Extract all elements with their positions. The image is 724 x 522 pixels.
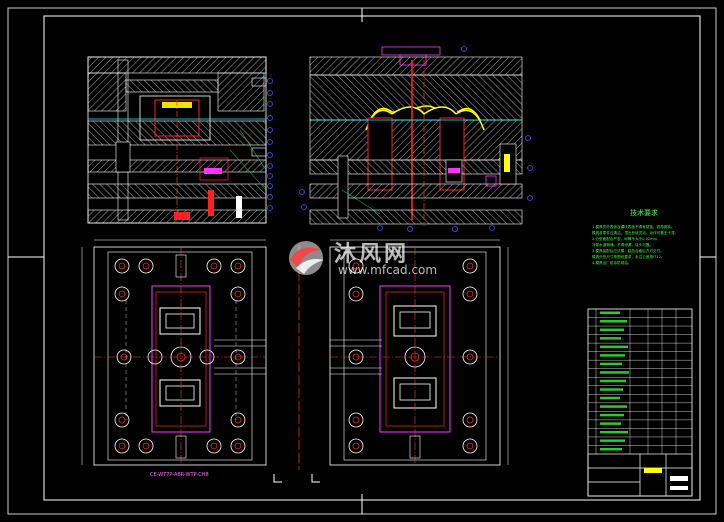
hole-circle (348, 286, 364, 302)
hole-circle (210, 442, 218, 450)
parts-list-entry (600, 388, 623, 391)
hole-circle (462, 438, 478, 454)
hole-circle (466, 442, 474, 450)
plan-view-left (81, 239, 267, 466)
hole-circle (352, 416, 360, 424)
hole-circle (352, 442, 360, 450)
hole-circle (348, 412, 364, 428)
parts-list-entry (600, 405, 627, 408)
parts-list-entry (600, 345, 628, 349)
technical-notes: 技术要求 1.模具的外表面及镶块表面不得有锈蚀，锐角倒钝。 模具各零件应清洁，顶… (592, 208, 702, 266)
hole-circle (234, 290, 242, 298)
hole-circle (114, 286, 130, 302)
parts-list-entry (600, 396, 620, 400)
parts-list-entry (600, 430, 628, 434)
parts-list-entry (600, 422, 621, 425)
hole-circle (234, 416, 242, 424)
hole-circle (114, 412, 130, 428)
hole-circle (230, 438, 246, 454)
hole-circle (462, 349, 478, 365)
technical-note-line: 4.模具出厂前涂防锈油。 (592, 261, 632, 265)
hole-circle (230, 286, 246, 302)
hole-circle (118, 290, 126, 298)
title-block (587, 453, 693, 497)
hole-circle (142, 442, 150, 450)
watermark-brand: 沐风网 (334, 242, 410, 267)
hole-circle (210, 262, 218, 270)
section-view-left (87, 56, 267, 224)
technical-note-line: 2.分型面配合严密，间隙不大于0.02mm。 (592, 237, 661, 241)
hole-circle (466, 416, 474, 424)
parts-list-entry (600, 439, 625, 442)
hole-circle (138, 438, 154, 454)
part-balloons-right (299, 46, 533, 232)
hole-circle (230, 412, 246, 428)
plan-view-holes (114, 258, 478, 454)
hole-circle (466, 290, 474, 298)
parts-list-entry (600, 379, 626, 383)
parts-list-entry (600, 362, 622, 366)
drawing-border (7, 7, 717, 515)
parts-list-entry (600, 311, 620, 314)
mfcad-logo-icon (289, 241, 324, 275)
hole-circle (234, 353, 242, 361)
hole-circle (118, 262, 126, 270)
hole-circle (118, 442, 126, 450)
plan-view-right (329, 239, 509, 466)
watermark-url: www.mfcad.com (338, 263, 438, 277)
hole-circle (462, 286, 478, 302)
parts-list-entry (600, 447, 622, 451)
technical-notes-title: 技术要求 (630, 209, 658, 217)
hole-circle (466, 262, 474, 270)
parts-list-entry (600, 413, 624, 417)
parts-list-entry (600, 371, 629, 374)
hole-circle (352, 290, 360, 298)
hole-circle (206, 438, 222, 454)
hole-circle (234, 442, 242, 450)
parts-list-entry (600, 328, 624, 332)
section-view-right (309, 46, 523, 226)
parts-list-entry (600, 337, 621, 340)
hole-circle (138, 258, 154, 274)
hole-circle (142, 262, 150, 270)
hole-circle (348, 349, 364, 365)
parts-list-entry (600, 354, 625, 357)
hole-circle (462, 258, 478, 274)
technical-note-line: 3.模具装配后应试模，制品合格后方可交付。 (592, 249, 664, 253)
technical-note-line: 模具各零件应清洁，顶出系统灵活，动作可靠无卡滞。 (592, 231, 679, 235)
hole-circle (118, 416, 126, 424)
technical-note-line: 冷却水道畅通，不得渗漏，接头可靠。 (592, 243, 654, 247)
hole-circle (120, 353, 128, 361)
parts-list-entry (600, 320, 627, 323)
hole-circle (466, 353, 474, 361)
watermark: 沐风网 www.mfcad.com (282, 236, 442, 280)
hole-circle (114, 438, 130, 454)
hole-circle (352, 353, 360, 361)
hole-circle (348, 258, 364, 274)
hole-circle (230, 258, 246, 274)
hole-circle (352, 262, 360, 270)
parts-list-table (587, 308, 693, 497)
part-balloons-left (267, 78, 273, 211)
technical-note-line: 1.模具的外表面及镶块表面不得有锈蚀，锐角倒钝。 (592, 225, 675, 229)
view-marker-corners (273, 474, 320, 483)
hole-circle (348, 438, 364, 454)
drawing-caption: CE-WT7P-A8R-WTP-CH8 (150, 472, 209, 478)
technical-note-line: 模具外形尺寸按图纸要求，未注公差按IT12。 (592, 255, 665, 259)
hole-circle (206, 258, 222, 274)
hole-circle (114, 258, 130, 274)
hole-circle (230, 349, 246, 365)
hole-circle (116, 349, 132, 365)
hole-circle (234, 262, 242, 270)
hole-circle (462, 412, 478, 428)
